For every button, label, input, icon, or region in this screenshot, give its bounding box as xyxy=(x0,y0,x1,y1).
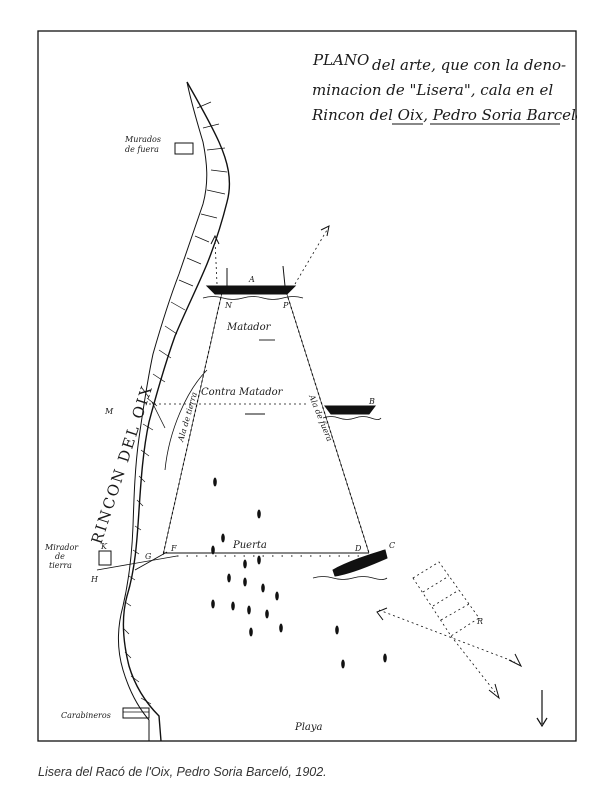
fish xyxy=(221,533,225,543)
shore-tie-1 xyxy=(134,551,168,571)
letter-r: R xyxy=(476,617,483,626)
title-line1: del arte, que con la deno- xyxy=(372,56,566,74)
fish xyxy=(279,623,283,633)
boat-a-waves xyxy=(202,296,304,300)
fish xyxy=(257,555,261,565)
fish xyxy=(247,605,251,615)
letter-p: P xyxy=(282,301,289,310)
letter-k: K xyxy=(100,542,108,551)
net-right-solid xyxy=(284,287,370,554)
mirador-de-tierra: Mirador de tierra xyxy=(44,543,112,570)
grid-tail-line xyxy=(378,609,516,663)
fish xyxy=(249,627,253,637)
diagram-frame: PLANO del arte, que con la deno- minacio… xyxy=(37,30,585,742)
murados-de-fuera: Murados de fuera xyxy=(124,135,194,155)
fish xyxy=(243,559,247,569)
grid-arrow-right xyxy=(508,653,523,668)
fish xyxy=(211,545,215,555)
letter-b: B xyxy=(368,397,375,406)
contra-matador-label: Contra Matador xyxy=(201,387,284,398)
fish xyxy=(335,625,339,635)
coastline xyxy=(118,81,231,742)
puerta-label: Puerta xyxy=(232,540,267,551)
boat-c-hull xyxy=(332,549,388,577)
carabineros: Carabineros xyxy=(61,707,150,720)
cliff-inner xyxy=(118,81,208,741)
letter-g: G xyxy=(145,552,152,561)
grid-arrow-bottom xyxy=(488,683,500,700)
net-left-solid xyxy=(162,287,224,556)
title-line3: Rincon del Oix, Pedro Soria Barceló xyxy=(311,106,577,124)
matador-label: Matador xyxy=(226,322,272,333)
fish xyxy=(383,653,387,663)
mirador-box xyxy=(98,550,112,566)
grid-net-rung-3 xyxy=(440,603,470,621)
grid-net-outline xyxy=(412,561,480,637)
boat-b-hull xyxy=(324,405,376,415)
fishing-net-plan: PLANO del arte, que con la deno- minacio… xyxy=(37,30,585,742)
fish xyxy=(213,477,217,487)
fish xyxy=(265,609,269,619)
anchor-arrow-right xyxy=(320,225,330,237)
north-arrow xyxy=(536,690,548,728)
fish xyxy=(231,601,235,611)
plan-title: PLANO del arte, que con la deno- minacio… xyxy=(311,51,585,125)
murados-label-1: Murados xyxy=(124,135,161,144)
region-label: RINCON DEL OIX xyxy=(88,382,157,546)
fish xyxy=(261,583,265,593)
ala-tierra-line xyxy=(164,369,208,471)
grid-net-rung-1 xyxy=(422,575,450,593)
fish xyxy=(257,509,261,519)
contra-matador-tie xyxy=(151,401,166,429)
grid-net-rung-2 xyxy=(432,589,460,607)
fish xyxy=(211,599,215,609)
ala-tierra-label: Ala de tierra xyxy=(176,391,199,444)
title-plano: PLANO xyxy=(312,51,369,69)
playa-label: Playa xyxy=(294,722,323,733)
murados-label-2: de fuera xyxy=(125,145,159,154)
title-line2: minacion de "Lisera", cala en el xyxy=(312,81,553,99)
letter-f: F xyxy=(170,544,177,553)
boat-c-waves xyxy=(312,576,388,580)
fish xyxy=(275,591,279,601)
boat-a-hull xyxy=(205,285,297,295)
boat-b xyxy=(322,405,382,420)
letter-m: M xyxy=(104,407,114,416)
net xyxy=(96,287,370,571)
boat-a xyxy=(202,225,330,300)
boat-b-waves xyxy=(322,416,382,420)
secondary-net xyxy=(376,561,523,700)
grid-arm-line xyxy=(450,635,496,693)
mirador-label-1: Mirador xyxy=(44,543,79,552)
fish xyxy=(227,573,231,583)
shore-tie-2 xyxy=(96,555,178,571)
frame-border xyxy=(37,30,577,742)
fish-school xyxy=(211,477,387,669)
boat-a-mast-right xyxy=(282,265,286,287)
cliff-outer xyxy=(122,81,231,742)
letter-h: H xyxy=(90,575,99,584)
fish xyxy=(243,577,247,587)
murados-box xyxy=(174,142,194,155)
letter-markers: A N P B M C D F G K H R xyxy=(90,275,483,626)
cliff-hatching xyxy=(122,101,228,705)
carabineros-label: Carabineros xyxy=(61,711,111,720)
letter-n: N xyxy=(224,301,233,310)
figure-caption: Lisera del Racó de l'Oix, Pedro Soria Ba… xyxy=(38,765,327,779)
carabineros-building xyxy=(122,707,150,719)
anchor-line-left xyxy=(214,239,218,285)
fish xyxy=(341,659,345,669)
north-arrow-head xyxy=(536,717,548,728)
boat-c xyxy=(312,549,388,580)
anchor-line-right xyxy=(294,229,328,285)
anchor-arrow-left xyxy=(210,234,220,245)
grid-arrow-left xyxy=(376,607,388,621)
letter-a: A xyxy=(248,275,255,284)
letter-c: C xyxy=(389,541,395,550)
mirador-label-2: de xyxy=(55,552,65,561)
mirador-label-3: tierra xyxy=(49,561,72,570)
letter-d: D xyxy=(354,544,362,553)
